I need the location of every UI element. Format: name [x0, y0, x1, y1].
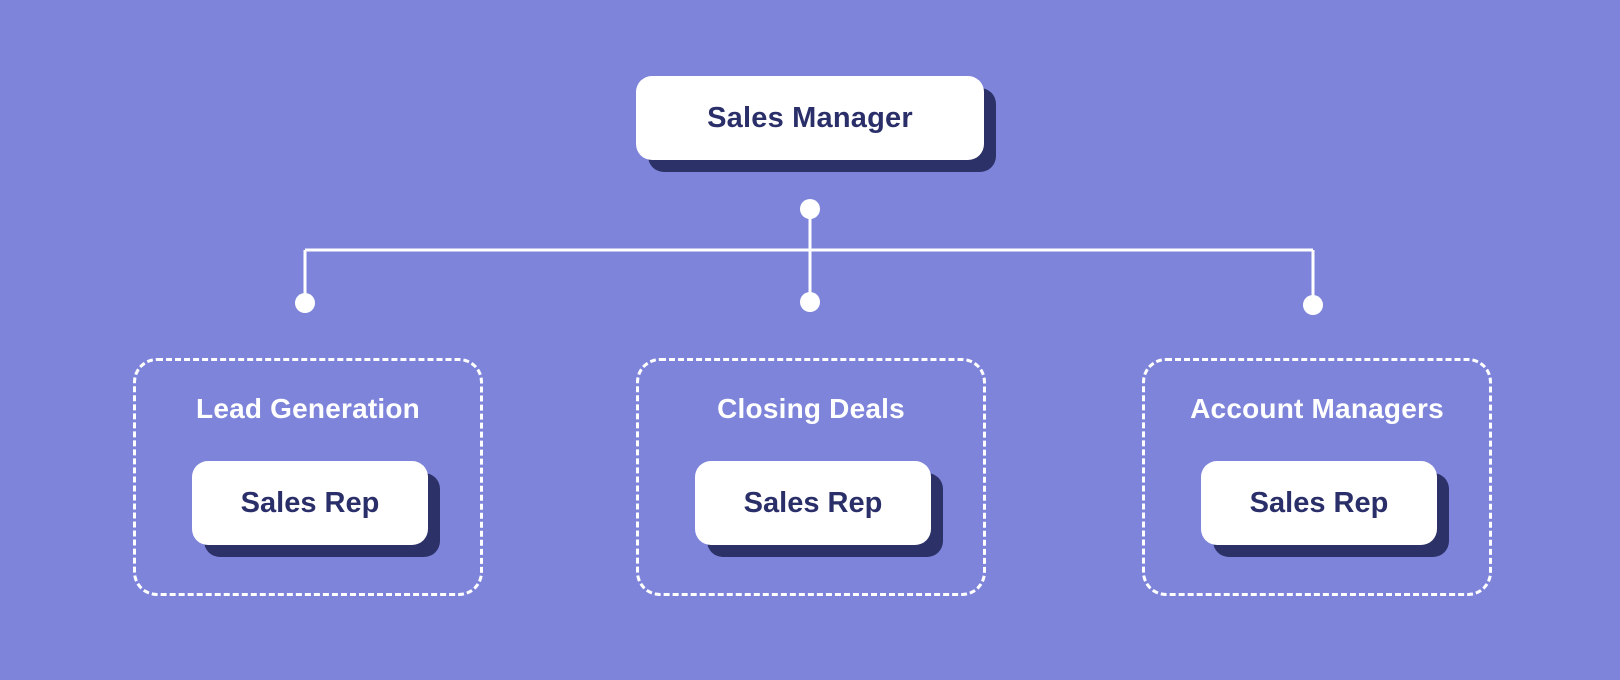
sales-rep-label-account-managers: Sales Rep — [1249, 486, 1389, 519]
sales-rep-label-closing-deals: Sales Rep — [743, 486, 883, 519]
connector-node-root — [800, 199, 820, 219]
group-title-closing-deals: Closing Deals — [717, 393, 905, 424]
group-title-lead-generation: Lead Generation — [196, 393, 420, 424]
sales-rep-node-account-managers: Sales Rep — [1201, 461, 1437, 545]
group-title-account-managers: Account Managers — [1190, 393, 1444, 424]
connector-node-center — [800, 292, 820, 312]
sales-rep-label-lead-generation: Sales Rep — [240, 486, 380, 519]
sales-rep-node-lead-generation: Sales Rep — [192, 461, 428, 545]
connector-node-right — [1303, 295, 1323, 315]
group-account-managers: Account Managers Sales Rep — [1142, 358, 1492, 596]
group-lead-generation: Lead Generation Sales Rep — [133, 358, 483, 596]
connector-node-left — [295, 293, 315, 313]
sales-rep-node-closing-deals: Sales Rep — [695, 461, 931, 545]
group-closing-deals: Closing Deals Sales Rep — [636, 358, 986, 596]
sales-manager-label: Sales Manager — [707, 101, 913, 134]
sales-manager-node: Sales Manager — [636, 76, 984, 160]
